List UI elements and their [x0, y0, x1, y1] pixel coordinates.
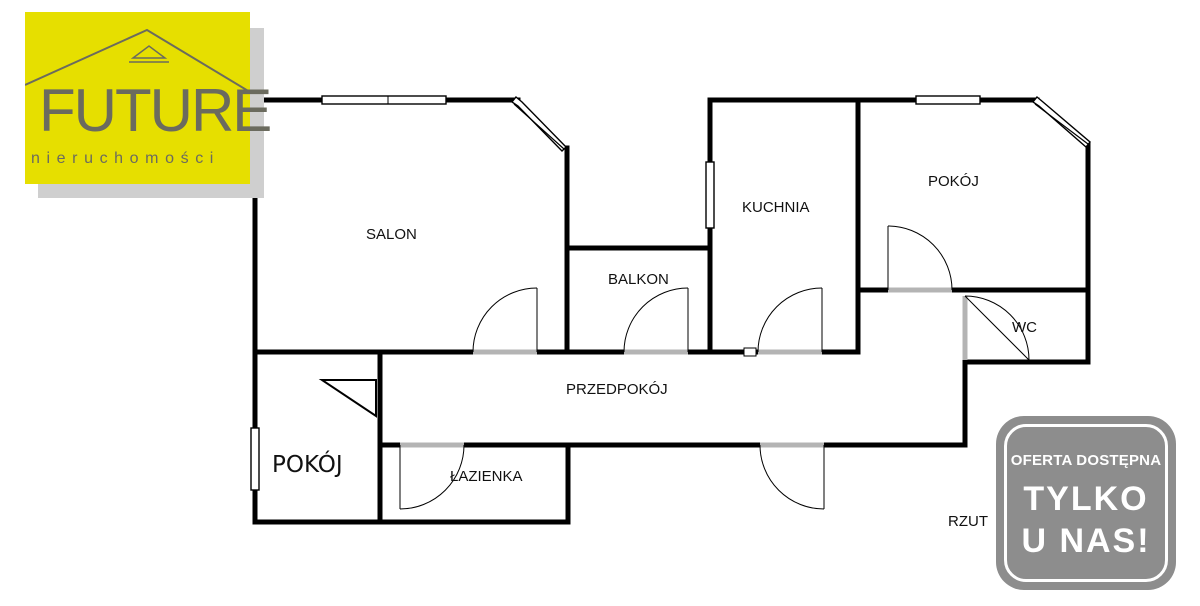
logo-name: FUTURE	[39, 77, 272, 144]
badge-line-1: OFERTA DOSTĘPNA	[1010, 452, 1162, 469]
room-label-pokoj-right: POKÓJ	[928, 173, 979, 190]
badge-line-2: TYLKO	[1023, 480, 1149, 518]
room-label-kuchnia: KUCHNIA	[742, 199, 810, 216]
company-logo: FUTURE nieruchomości	[25, 12, 272, 184]
badge-border	[1004, 424, 1168, 582]
room-label-pokoj-left: POKÓJ	[272, 450, 343, 478]
room-label-balkon: BALKON	[608, 271, 669, 288]
offer-badge: OFERTA DOSTĘPNA TYLKO U NAS!	[996, 416, 1176, 590]
room-label-wc: WC	[1012, 319, 1037, 336]
logo-subtitle: nieruchomości	[31, 150, 220, 167]
house-roof-icon	[25, 28, 250, 93]
room-label-przedpokoj: PRZEDPOKÓJ	[566, 381, 668, 398]
doors	[399, 225, 1030, 510]
room-labels: SALON BALKON KUCHNIA POKÓJ WC PRZEDPOKÓJ…	[272, 173, 1037, 530]
badge-line-3: U NAS!	[1021, 522, 1151, 560]
room-label-salon: SALON	[366, 226, 417, 243]
stairs-symbol	[318, 379, 377, 418]
plan-label: RZUT	[948, 513, 988, 530]
room-label-lazienka: ŁAZIENKA	[450, 468, 523, 485]
windows	[250, 95, 1091, 491]
